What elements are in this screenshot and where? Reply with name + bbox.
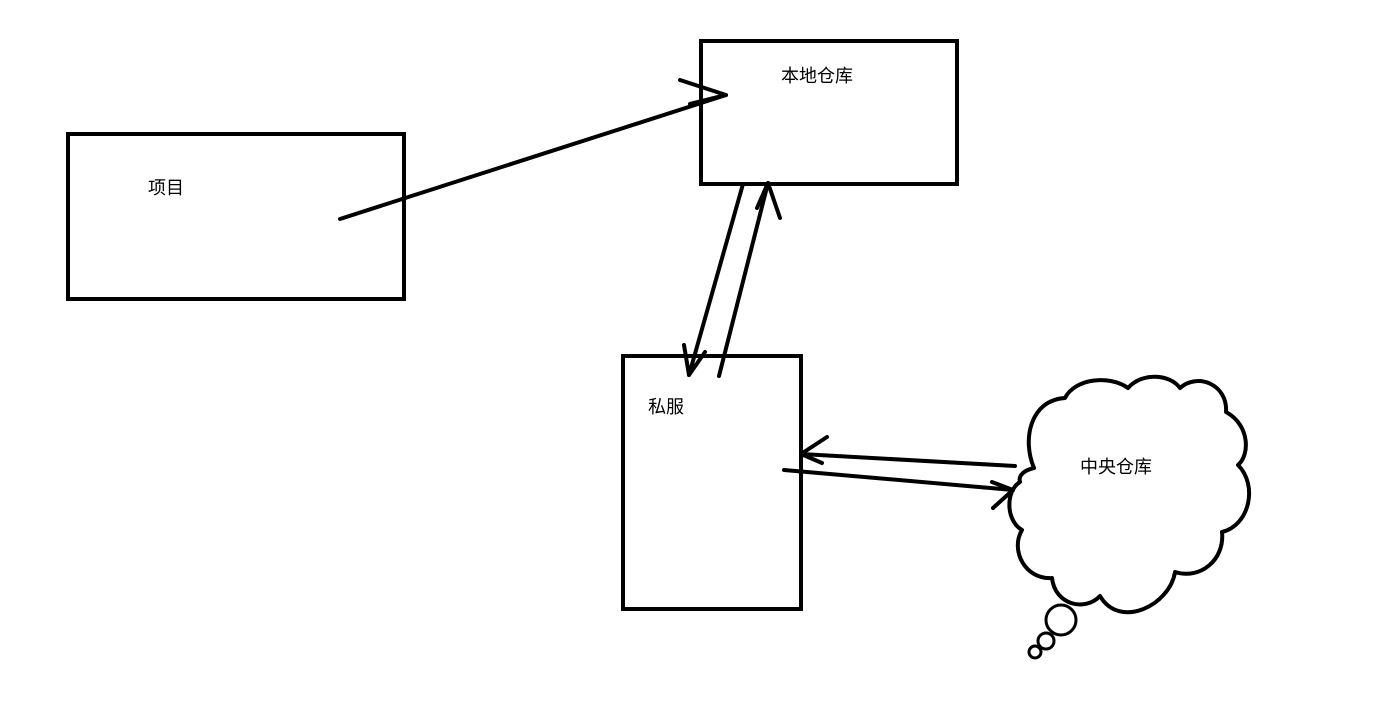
arrow-head — [682, 343, 707, 377]
arrow-private-server-to-central-repo — [782, 468, 1015, 510]
thought-bubble-medium — [1036, 631, 1056, 651]
arrow-project-to-local-repo — [338, 78, 728, 221]
thought-bubble-small — [1027, 644, 1043, 660]
central-repo-node: 中央仓库 — [1007, 374, 1252, 660]
arrow-shaft — [799, 452, 1017, 468]
private-server-node: 私服 — [621, 354, 803, 611]
project-box — [66, 132, 406, 301]
arrow-head — [755, 181, 782, 220]
project-node: 项目 — [66, 132, 406, 301]
thought-bubble-large — [1044, 603, 1078, 637]
arrow-head — [990, 480, 1015, 510]
arrow-head — [799, 435, 829, 465]
arrow-shaft — [782, 468, 1015, 492]
project-label: 项目 — [148, 178, 184, 199]
private-server-box — [621, 354, 803, 611]
arrow-central-repo-to-private-server — [799, 435, 1017, 468]
local-repo-node: 本地仓库 — [699, 39, 959, 186]
arrow-shaft — [687, 182, 745, 377]
local-repo-label: 本地仓库 — [781, 66, 853, 87]
arrow-head — [678, 78, 728, 106]
local-repo-box — [699, 39, 959, 186]
arrow-local-repo-to-private-server — [682, 182, 745, 377]
arrow-shaft — [338, 93, 728, 221]
arrow-shaft — [717, 181, 770, 378]
central-repo-label: 中央仓库 — [1080, 457, 1152, 478]
arrow-private-server-to-local-repo — [717, 181, 782, 378]
private-server-label: 私服 — [648, 397, 684, 418]
cloud-shape — [1007, 374, 1252, 615]
